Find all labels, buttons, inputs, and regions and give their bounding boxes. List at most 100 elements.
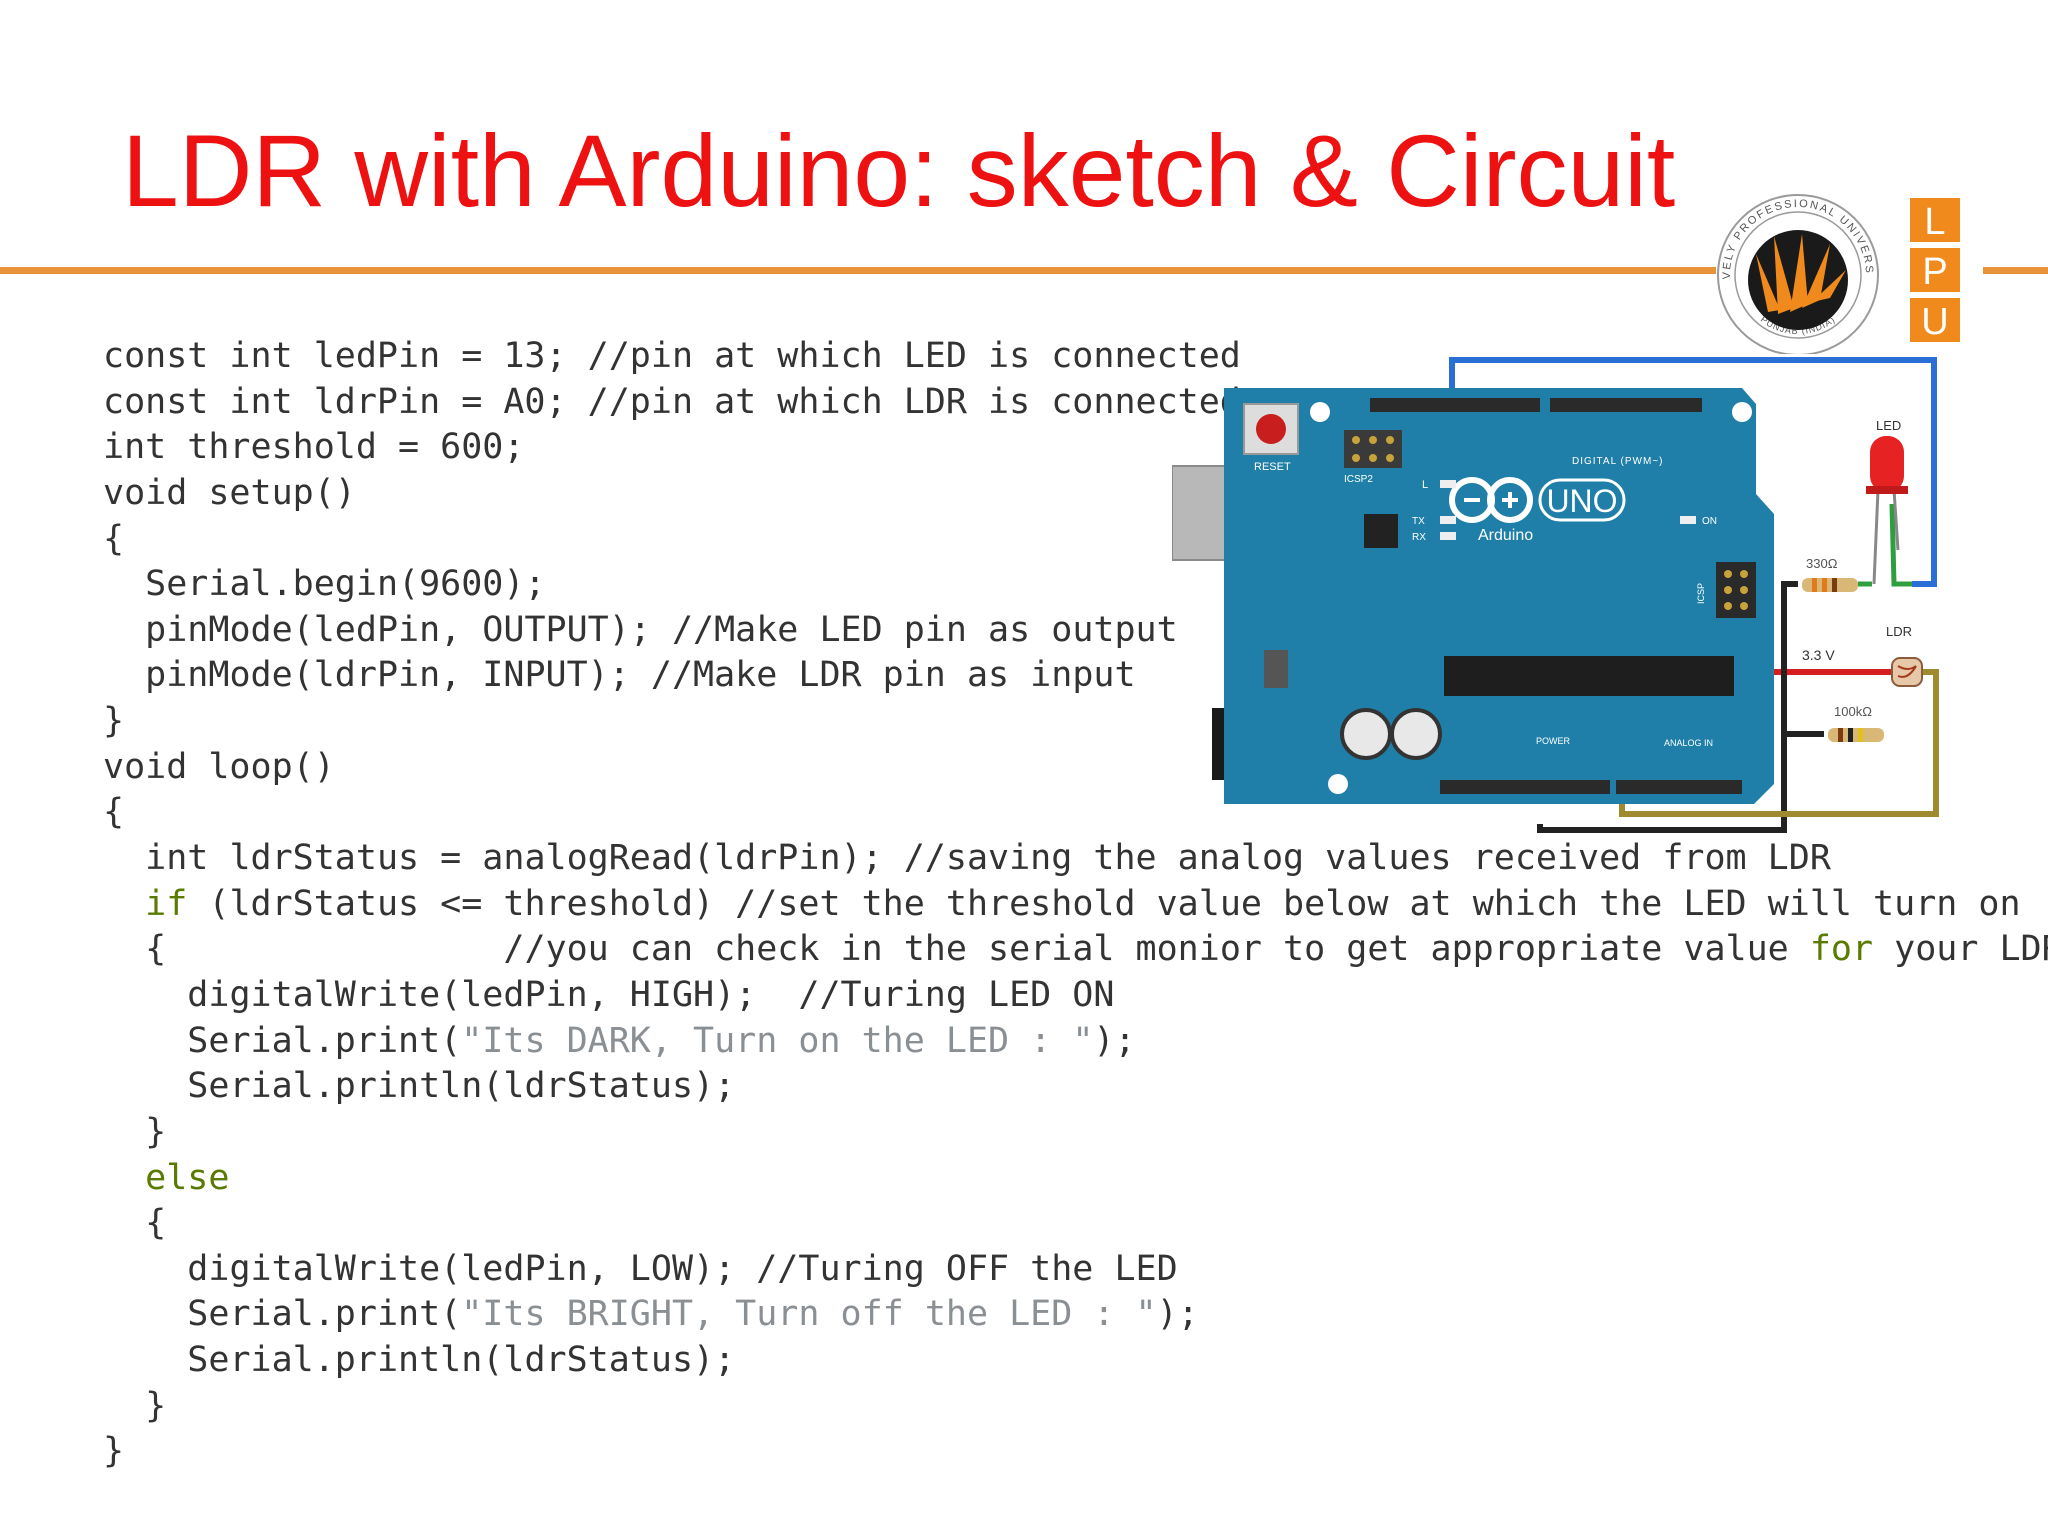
code-line: else [103, 1156, 2048, 1202]
code-indent [103, 1249, 187, 1289]
code-text: { [103, 518, 125, 559]
code-text: const int ldrPin = A0; //pin at which LD… [103, 381, 1241, 422]
analog-label: ANALOG IN [1664, 738, 1713, 748]
code-keyword: if [145, 883, 188, 924]
code-line: } [103, 1110, 2048, 1156]
icsp2-header: ICSP2 [1344, 430, 1402, 485]
code-text: void setup() [103, 472, 356, 513]
code-line: Serial.print("Its BRIGHT, Turn off the L… [103, 1292, 2048, 1338]
led-component: LED [1866, 418, 1908, 585]
arduino-logo-icon [1449, 477, 1533, 523]
code-indent [103, 838, 145, 878]
r1-label: 330Ω [1806, 556, 1838, 571]
code-text: Serial.begin(9600); [145, 564, 546, 605]
code-indent [103, 884, 145, 924]
code-string: "Its BRIGHT, Turn off the LED : " [461, 1294, 1157, 1335]
code-text: pinMode(ledPin, OUTPUT); //Make LED pin … [145, 609, 1178, 650]
code-indent [103, 1340, 187, 1380]
analog-header: ANALOG IN [1616, 738, 1742, 794]
slide-title: LDR with Arduino: sketch & Circuit [122, 114, 1676, 228]
code-string: "Its DARK, Turn on the LED : " [461, 1020, 1094, 1061]
code-text: void loop() [103, 746, 335, 787]
code-indent [103, 610, 145, 650]
code-text: { [145, 1203, 167, 1244]
code-line: { [103, 790, 2048, 836]
r2-label: 100kΩ [1834, 704, 1872, 719]
code-text: int ldrStatus = analogRead(ldrPin); //sa… [145, 838, 1831, 879]
code-text: your LDR [1873, 929, 2048, 970]
logo-letter-u: U [1921, 301, 1948, 343]
code-line: const int ledPin = 13; //pin at which LE… [103, 334, 2048, 380]
code-indent [103, 1386, 145, 1426]
digital-label: DIGITAL (PWM~) [1572, 456, 1664, 467]
capacitor-1 [1340, 708, 1392, 760]
icsp2-label: ICSP2 [1344, 474, 1373, 485]
digital-header: DIGITAL (PWM~) [1370, 398, 1702, 467]
led-label: LED [1876, 418, 1901, 433]
l-label: L [1422, 479, 1428, 491]
code-text: pinMode(ldrPin, INPUT); //Make LDR pin a… [145, 655, 1136, 696]
code-text: { //you can check in the serial monior t… [145, 929, 1810, 970]
icsp-label: ICSP [1696, 583, 1706, 604]
code-text: Serial.print( [187, 1020, 462, 1061]
code-text: const int ledPin = 13; //pin at which LE… [103, 336, 1241, 376]
code-text: ); [1093, 1020, 1136, 1061]
reset-label: RESET [1254, 461, 1291, 473]
code-text: { [103, 792, 125, 833]
code-block: const int ledPin = 13; //pin at which LE… [103, 334, 2048, 1475]
code-line: pinMode(ledPin, OUTPUT); //Make LED pin … [103, 608, 2048, 654]
voltage-label: 3.3 V [1802, 647, 1835, 663]
code-text: } [103, 701, 125, 742]
code-keyword: for [1809, 929, 1874, 970]
code-indent [103, 1066, 187, 1106]
code-line: Serial.println(ldrStatus); [103, 1064, 2048, 1110]
code-line: Serial.begin(9600); [103, 562, 2048, 608]
code-text: ); [1156, 1294, 1199, 1335]
code-line: } [103, 1429, 2048, 1475]
code-line: int threshold = 600; [103, 425, 2048, 471]
code-line: digitalWrite(ledPin, HIGH); //Turing LED… [103, 973, 2048, 1019]
code-text: digitalWrite(ledPin, LOW); //Turing OFF … [187, 1248, 1178, 1289]
lpu-letters: L P U [1910, 198, 1960, 343]
code-line: digitalWrite(ledPin, LOW); //Turing OFF … [103, 1247, 2048, 1293]
code-text: (ldrStatus <= threshold) //set the thres… [187, 883, 2021, 924]
code-indent [103, 929, 145, 969]
power-header: POWER [1440, 736, 1610, 794]
capacitor-2 [1390, 708, 1442, 760]
on-label: ON [1702, 516, 1717, 527]
code-text: } [145, 1111, 167, 1152]
code-line: Serial.print("Its DARK, Turn on the LED … [103, 1019, 2048, 1065]
code-text: Serial.print( [187, 1294, 462, 1335]
code-text: } [103, 1431, 125, 1472]
arduino-board [1224, 388, 1774, 804]
resistor-330: 330Ω [1802, 556, 1858, 592]
code-indent [103, 975, 187, 1015]
logo-letter-l: L [1924, 201, 1945, 243]
code-text: digitalWrite(ledPin, HIGH); //Turing LED… [187, 974, 1115, 1015]
code-indent [103, 655, 145, 695]
sun-emblem-icon [1748, 230, 1848, 330]
code-line: void loop() [103, 745, 2048, 791]
code-indent [103, 1021, 187, 1061]
code-text: Serial.println(ldrStatus); [187, 1066, 736, 1107]
tx-label: TX [1412, 516, 1425, 527]
code-line: if (ldrStatus <= threshold) //set the th… [103, 882, 2048, 928]
code-line: Serial.println(ldrStatus); [103, 1338, 2048, 1384]
ldr-label: LDR [1886, 624, 1912, 639]
rx-label: RX [1412, 532, 1426, 543]
wire-black [1537, 581, 1798, 833]
code-indent [103, 1158, 145, 1198]
code-line: } [103, 1384, 2048, 1430]
code-line: } [103, 699, 2048, 745]
code-line: { [103, 517, 2048, 563]
code-line: const int ldrPin = A0; //pin at which LD… [103, 380, 2048, 426]
code-indent [103, 564, 145, 604]
code-line: int ldrStatus = analogRead(ldrPin); //sa… [103, 836, 2048, 882]
lpu-logo: LOVELY PROFESSIONAL UNIVERSITY PUNJAB (I… [1710, 192, 1960, 354]
atmega-chip [1444, 656, 1734, 696]
ldr-component: LDR 3.3 V [1802, 624, 1923, 687]
code-line: pinMode(ldrPin, INPUT); //Make LDR pin a… [103, 653, 2048, 699]
title-rule-left [0, 267, 1716, 274]
resistor-100k: 100kΩ [1828, 704, 1884, 742]
circuit-diagram: RESET ICSP2 DIGITAL (PWM~) UNO Arduino L… [1172, 357, 1939, 833]
